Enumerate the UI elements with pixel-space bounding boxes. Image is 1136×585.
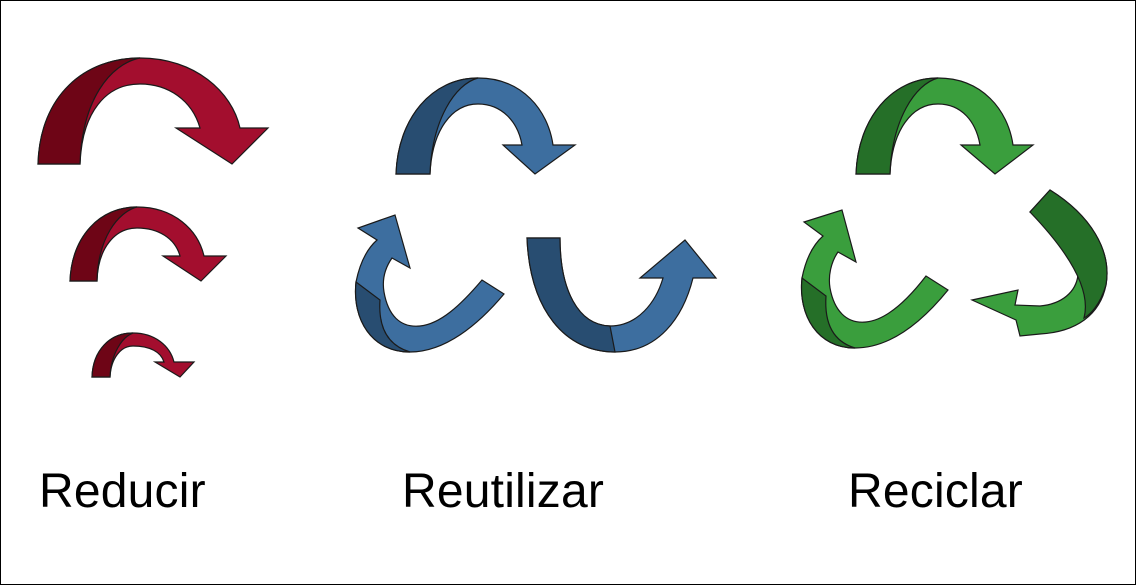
reduce-arrow-icon: [37, 57, 270, 378]
reuse-arrow-top: [395, 77, 577, 175]
reuse-arrow-right: [526, 237, 718, 353]
label-reuse: Reutilizar: [402, 465, 605, 518]
reuse-arrow-icon: [354, 77, 718, 353]
reduce-arrow-small: [91, 332, 196, 378]
label-recycle: Reciclar: [848, 465, 1023, 518]
reuse-arrow-left: [354, 214, 505, 353]
recycle-arrow-top: [855, 77, 1035, 175]
label-reduce: Reducir: [39, 465, 206, 518]
reduce-arrow-large: [37, 57, 270, 165]
recycle-arrow-left: [800, 209, 949, 349]
recycle-arrow-right: [970, 189, 1108, 337]
reduce-arrow-medium: [69, 206, 228, 282]
recycle-arrow-icon: [800, 77, 1108, 349]
